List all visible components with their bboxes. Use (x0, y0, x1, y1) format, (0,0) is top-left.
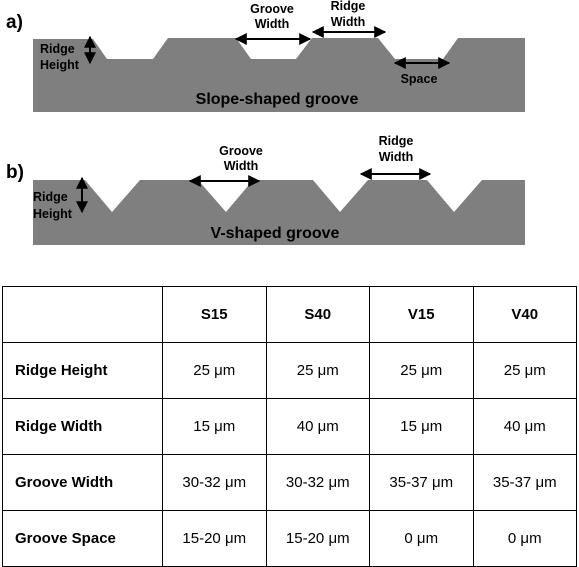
table-cell: 30-32 μm (265, 454, 370, 511)
table-cell: 0 μm (472, 510, 577, 567)
table-cell: 25 μm (162, 342, 267, 399)
table-header-row: S15 S40 V15 V40 (2, 286, 577, 343)
groove-schematic-figure: a) Ridge Height Groove Width Ridge Width… (6, 0, 525, 245)
table-row: Groove Width 30-32 μm 30-32 μm 35-37 μm … (2, 454, 577, 511)
row-header: Groove Width (2, 454, 163, 511)
ridge-width-label-b: Ridge (379, 134, 414, 148)
row-header: Ridge Height (2, 342, 163, 399)
table-row: Groove Space 15-20 μm 15-20 μm 0 μm 0 μm (2, 510, 577, 567)
column-header: V40 (472, 286, 577, 343)
groove-width-label: Width (255, 17, 290, 31)
table-cell: 15-20 μm (265, 510, 370, 567)
table-cell: 15 μm (162, 398, 267, 455)
groove-parameters-table: S15 S40 V15 V40 Ridge Height 25 μm 25 μm… (2, 286, 577, 567)
table-cell: 15 μm (369, 398, 474, 455)
column-header: S15 (162, 286, 267, 343)
groove-width-label: Groove (250, 2, 294, 16)
space-label: Space (401, 72, 438, 86)
table-cell: 35-37 μm (369, 454, 474, 511)
table-cell: 40 μm (472, 398, 577, 455)
groove-width-label-b: Groove (219, 144, 263, 158)
table-cell: 30-32 μm (162, 454, 267, 511)
table-row: Ridge Height 25 μm 25 μm 25 μm 25 μm (2, 342, 577, 399)
slope-groove-profile (33, 38, 525, 112)
table-cell: 25 μm (265, 342, 370, 399)
ridge-width-label-b: Width (379, 150, 414, 164)
table-cell: 40 μm (265, 398, 370, 455)
row-header: Ridge Width (2, 398, 163, 455)
table-cell: 25 μm (472, 342, 577, 399)
ridge-width-label: Width (331, 15, 366, 29)
table-row: Ridge Width 15 μm 40 μm 15 μm 40 μm (2, 398, 577, 455)
groove-width-label-b: Width (224, 159, 259, 173)
panel-a-caption: Slope-shaped groove (196, 91, 359, 108)
ridge-height-label-b: Ridge (33, 190, 68, 204)
panel-b-label: b) (6, 162, 24, 183)
table-cell: 0 μm (369, 510, 474, 567)
table-cell: 35-37 μm (472, 454, 577, 511)
ridge-height-label-b: Height (33, 207, 73, 221)
ridge-height-label: Height (40, 58, 80, 72)
panel-b-caption: V-shaped groove (211, 225, 340, 242)
column-header: V15 (369, 286, 474, 343)
table-cell: 15-20 μm (162, 510, 267, 567)
table-cell: 25 μm (369, 342, 474, 399)
v-groove-profile (33, 180, 525, 245)
panel-a-label: a) (6, 12, 23, 33)
column-header (2, 286, 163, 343)
ridge-height-label: Ridge (40, 42, 75, 56)
ridge-width-label: Ridge (331, 0, 366, 13)
row-header: Groove Space (2, 510, 163, 567)
column-header: S40 (265, 286, 370, 343)
